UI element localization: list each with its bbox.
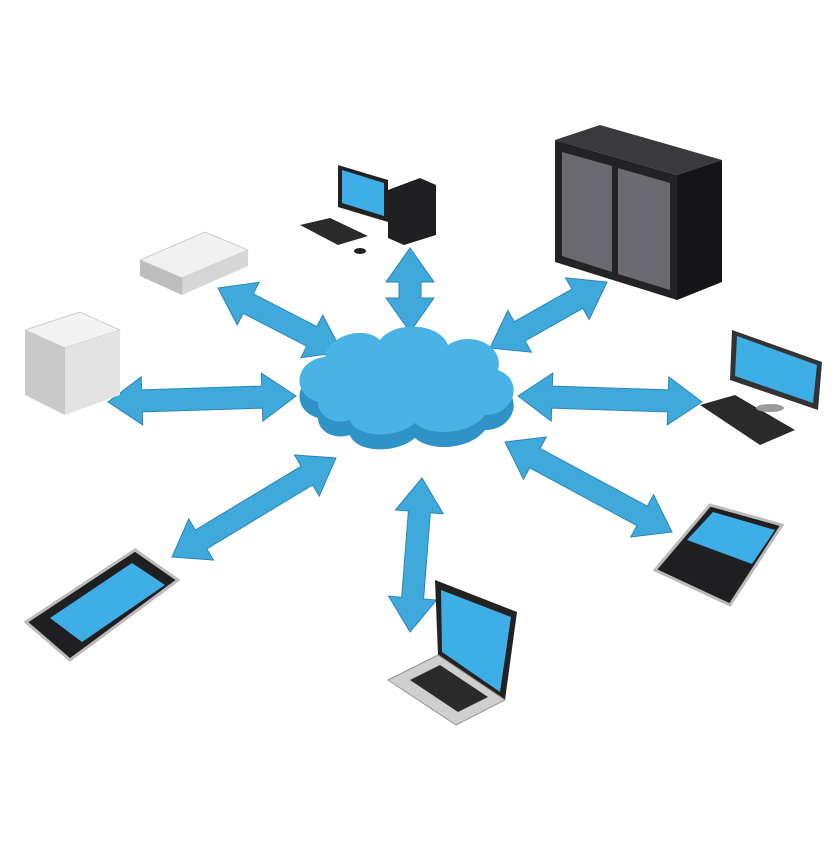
monitor-icon [700,330,822,445]
arrow-server-rack [489,277,608,353]
arrow-desktop-computer [385,247,435,333]
smartphone-icon [23,548,181,662]
server-rack-icon [555,125,722,300]
arrow-laptop [387,477,445,633]
arrow-smartphone [171,454,337,561]
network-appliance-icon [138,231,250,295]
desktop-computer-icon [300,165,436,254]
qwerty-phone-icon [652,503,785,607]
arrow-tower-server [107,372,297,426]
laptop-icon [387,580,517,726]
arrow-blackberry-phone [504,436,673,538]
arrow-monitor-keyboard [517,372,703,426]
tower-server-icon [23,311,122,415]
cloud-icon [299,326,514,450]
connection-arrows [107,247,703,633]
arrow-network-appliance [217,281,343,359]
